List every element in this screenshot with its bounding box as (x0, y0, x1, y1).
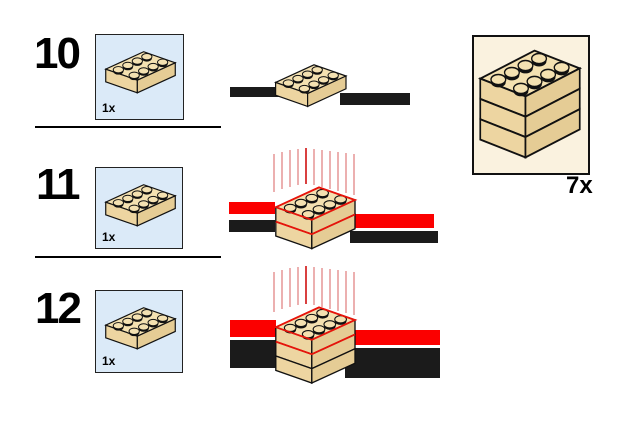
parts-callout-box: 1x (95, 34, 184, 120)
new-brick (276, 65, 346, 107)
part-quantity-label: 1x (102, 101, 116, 115)
black-plate-bar-right (340, 93, 410, 105)
assembly-step-12-icon (230, 266, 440, 384)
placement-guide-lines (273, 266, 355, 315)
red-plate-bar-left (229, 202, 275, 214)
placement-guide-lines (273, 148, 355, 195)
part-quantity-label: 1x (102, 354, 116, 368)
part-quantity-label: 1x (102, 230, 116, 244)
submodel-quantity-label: 7x (566, 172, 593, 199)
brick-2x4-icon (104, 303, 177, 352)
brick-2x4-icon (104, 180, 177, 229)
assembly-step-11-icon (229, 148, 438, 250)
parts-callout-box: 1x (95, 290, 183, 373)
red-plate-bar-left (230, 320, 276, 337)
submodel-callout-box (472, 35, 590, 175)
step-number: 12 (35, 284, 82, 333)
parts-callout-box: 1x (95, 167, 183, 249)
submodel-stack-icon (479, 43, 581, 159)
black-plate-bar-left (230, 340, 276, 368)
red-plate-bar-right (350, 214, 434, 228)
black-plate-bar-left (230, 87, 287, 97)
brick-stack-2 (274, 186, 356, 250)
black-plate-bar-left (229, 220, 275, 232)
step-divider (35, 126, 221, 128)
black-plate-bar-right (350, 231, 438, 243)
assembly-step-10-icon (230, 58, 410, 124)
red-plate-bar-right (345, 330, 440, 345)
step-divider (35, 256, 221, 258)
step-number: 10 (34, 29, 81, 78)
brick-stack-3 (274, 306, 356, 384)
step-number: 11 (36, 160, 80, 209)
brick-2x4-icon (104, 47, 177, 96)
black-plate-bar-right (345, 348, 440, 378)
